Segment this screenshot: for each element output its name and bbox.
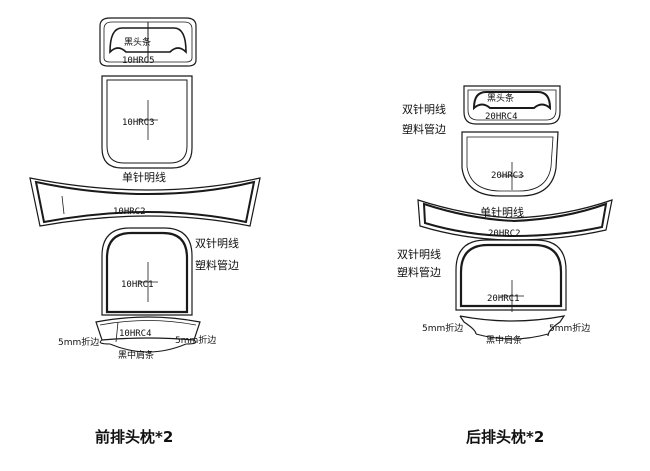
rear-band-label: 单针明线 [480,205,524,219]
rear-upper-label-1: 双针明线 [402,102,446,116]
front-band-code: 10HRC2 [113,207,146,217]
front-top-strip-label: 黑头条 [124,36,151,48]
rear-main-panel-code: 20HRC1 [487,294,520,304]
front-upper-panel-code: 10HRC3 [122,118,155,128]
rear-main-label-2: 塑料管边 [397,265,441,279]
front-main-panel-label-2: 塑料管边 [195,258,239,272]
front-bottom-strip-code: 10HRC4 [119,329,152,339]
front-band [29,177,261,227]
front-band-label: 单针明线 [122,170,166,184]
rear-upper-panel-code: 20HRC3 [491,171,524,181]
rear-fold-left: 5mm折边 [422,322,463,334]
rear-bottom-strip-label: 黑中肩条 [486,334,522,346]
rear-main-label-1: 双针明线 [397,247,441,261]
rear-band-code: 20HRC2 [488,229,521,239]
front-bottom-strip-label: 黑中肩条 [118,349,154,361]
front-bottom-strip [95,316,201,353]
rear-headrest-group [417,85,613,340]
rear-top-strip-label: 黑头条 [487,92,514,104]
rear-top-strip-code: 20HRC4 [485,112,518,122]
front-main-panel [101,227,193,316]
front-main-panel-code: 10HRC1 [121,280,154,290]
front-top-strip-code: 10HRC5 [122,56,155,66]
front-caption: 前排头枕*2 [95,428,173,446]
rear-fold-right: 5mm折边 [549,322,590,334]
rear-main-panel [455,239,567,312]
front-main-panel-label-1: 双针明线 [195,236,239,250]
rear-band [417,199,613,241]
rear-caption: 后排头枕*2 [466,428,544,446]
rear-bottom-strip [459,315,566,340]
front-top-strip [99,17,197,67]
front-upper-panel [101,75,193,169]
front-fold-right: 5mm折边 [175,334,216,346]
front-fold-left: 5mm折边 [58,336,99,348]
rear-top-strip [463,85,561,125]
rear-upper-label-2: 塑料管边 [402,122,446,136]
front-headrest-group [29,17,261,353]
rear-upper-panel [461,131,559,197]
